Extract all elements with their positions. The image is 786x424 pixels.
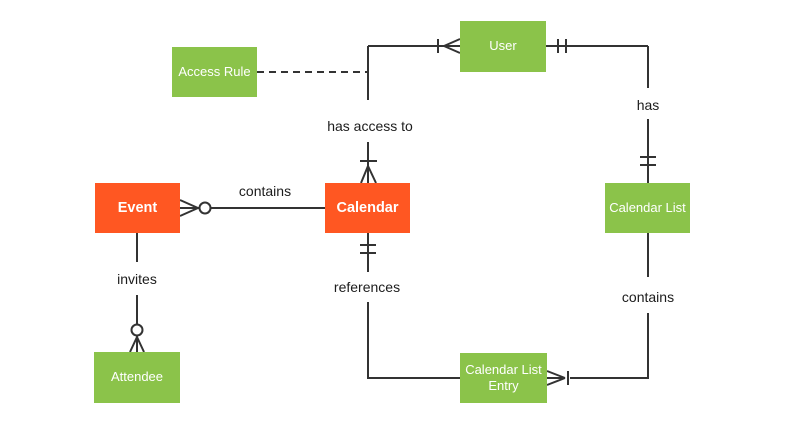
connector-contains-calendar xyxy=(179,199,325,217)
entity-event: Event xyxy=(95,183,180,233)
entity-attendee: Attendee xyxy=(94,352,180,403)
entity-calendar: Calendar xyxy=(325,183,410,233)
edge-label-invites: invites xyxy=(115,271,159,287)
connector-references xyxy=(360,233,460,379)
entity-calendar-list: Calendar List xyxy=(605,183,690,233)
connector-invites xyxy=(129,233,145,353)
entity-access-rule: Access Rule xyxy=(172,47,257,97)
entity-calendar-list-entry: Calendar List Entry xyxy=(460,353,547,403)
entity-user: User xyxy=(460,21,546,72)
edge-label-has: has xyxy=(634,97,662,113)
connector-has-access-to xyxy=(360,38,461,184)
connector-contains-entry xyxy=(546,233,649,386)
edge-label-contains-calendar: contains xyxy=(236,183,294,199)
edge-label-contains-entry: contains xyxy=(619,289,677,305)
edge-label-references: references xyxy=(331,279,403,295)
edge-label-has-access-to: has access to xyxy=(325,118,415,134)
connector-has xyxy=(546,39,656,183)
